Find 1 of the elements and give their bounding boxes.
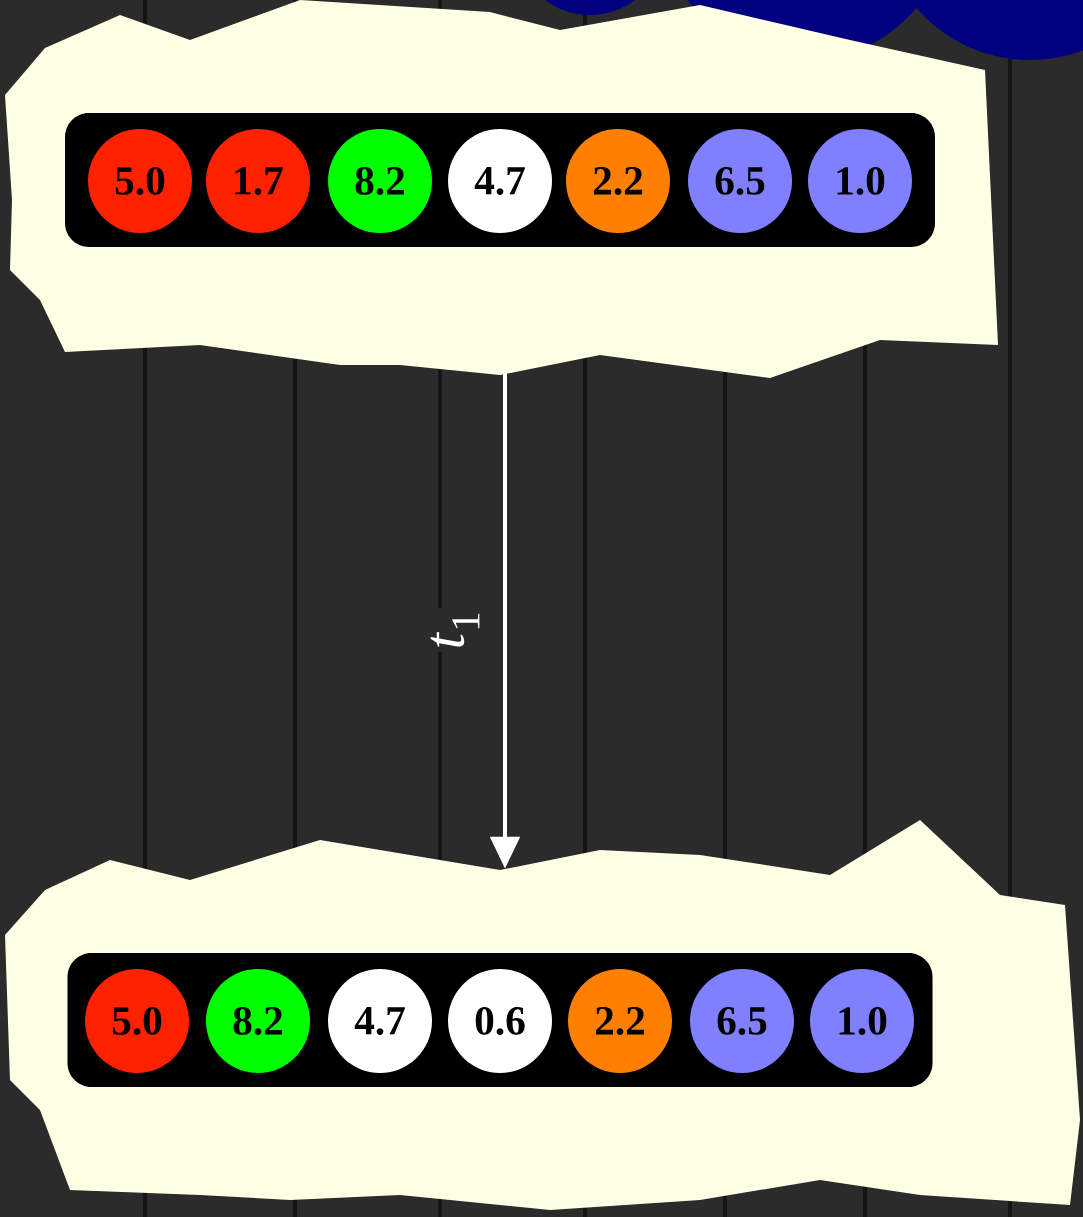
edge-label: t$_{1}$ [430,613,480,647]
